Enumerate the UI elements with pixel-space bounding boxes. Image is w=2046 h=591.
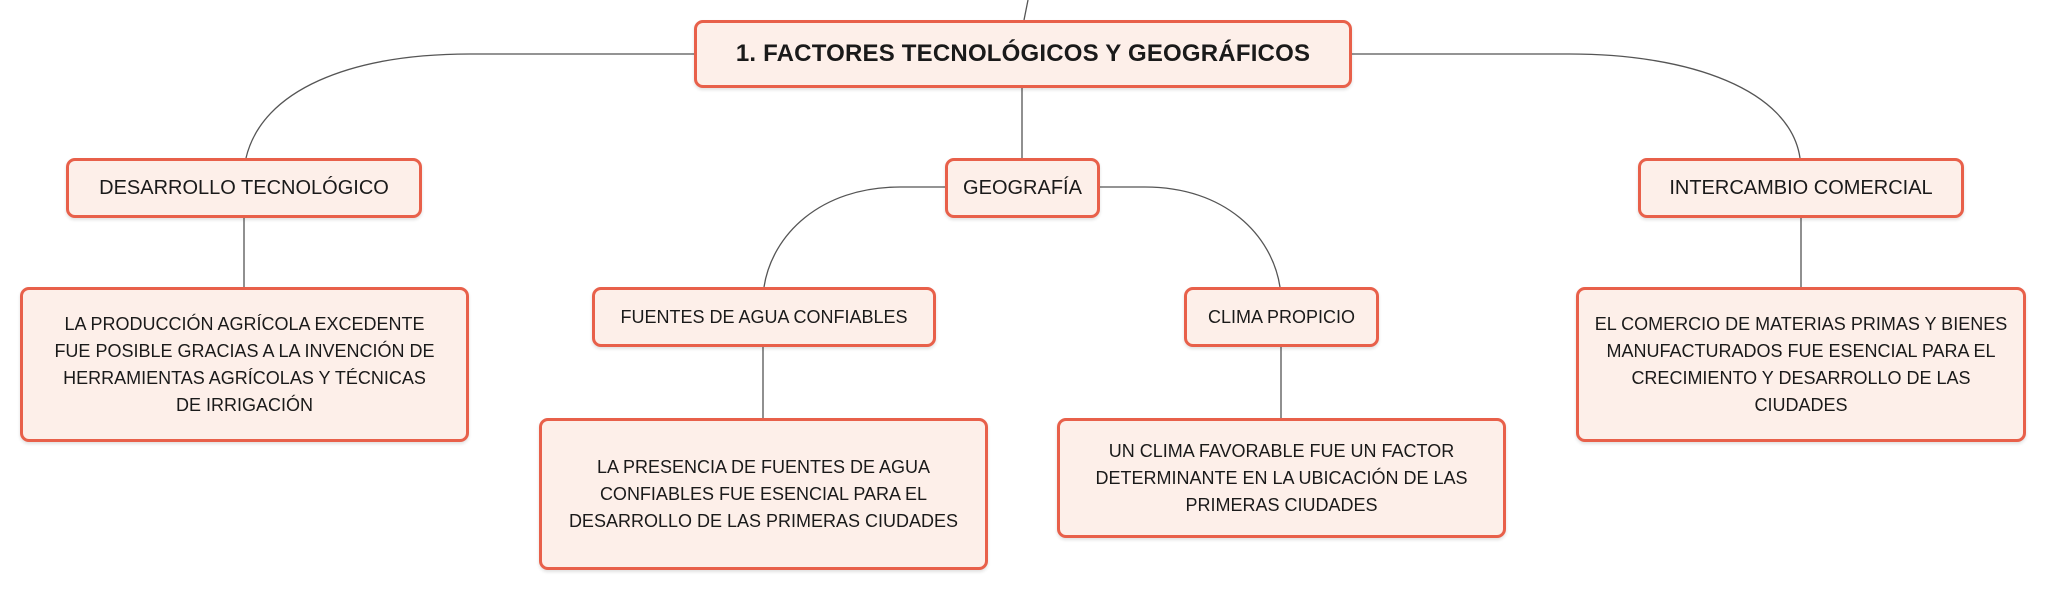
detail-text: LA PRESENCIA DE FUENTES DE AGUA CONFIABL… — [568, 456, 959, 531]
connector-geo-water — [763, 186, 945, 288]
connector-parent-root — [1023, 0, 1029, 21]
detail-intercambio-comercial[interactable]: EL COMERCIO DE MATERIAS PRIMAS Y BIENES … — [1576, 287, 2026, 442]
subtopic-label: CLIMA PROPICIO — [1207, 306, 1356, 327]
root-topic[interactable]: 1. FACTORES TECNOLÓGICOS Y GEOGRÁFICOS — [694, 20, 1352, 88]
detail-desarrollo-tecnologico[interactable]: LA PRODUCCIÓN AGRÍCOLA EXCEDENTE FUE POS… — [20, 287, 469, 442]
connector-geo-climate — [1100, 186, 1281, 288]
detail-text: LA PRODUCCIÓN AGRÍCOLA EXCEDENTE FUE POS… — [54, 313, 435, 415]
topic-label: GEOGRAFÍA — [963, 176, 1082, 199]
connector-root-tech — [245, 53, 694, 159]
subtopic-clima-propicio[interactable]: CLIMA PROPICIO — [1184, 287, 1379, 347]
detail-text: UN CLIMA FAVORABLE FUE UN FACTOR DETERMI… — [1095, 440, 1468, 515]
subtopic-label: FUENTES DE AGUA CONFIABLES — [620, 306, 908, 327]
topic-desarrollo-tecnologico[interactable]: DESARROLLO TECNOLÓGICO — [66, 158, 422, 218]
detail-fuentes-de-agua[interactable]: LA PRESENCIA DE FUENTES DE AGUA CONFIABL… — [539, 418, 988, 570]
subtopic-fuentes-de-agua[interactable]: FUENTES DE AGUA CONFIABLES — [592, 287, 936, 347]
topic-intercambio-comercial[interactable]: INTERCAMBIO COMERCIAL — [1638, 158, 1964, 218]
topic-geografia[interactable]: GEOGRAFÍA — [945, 158, 1100, 218]
topic-label: INTERCAMBIO COMERCIAL — [1669, 176, 1933, 199]
detail-text: EL COMERCIO DE MATERIAS PRIMAS Y BIENES … — [1594, 313, 2008, 415]
root-topic-label: 1. FACTORES TECNOLÓGICOS Y GEOGRÁFICOS — [735, 40, 1311, 67]
detail-clima-propicio[interactable]: UN CLIMA FAVORABLE FUE UN FACTOR DETERMI… — [1057, 418, 1506, 538]
connector-root-trade — [1352, 53, 1801, 159]
topic-label: DESARROLLO TECNOLÓGICO — [99, 176, 389, 199]
